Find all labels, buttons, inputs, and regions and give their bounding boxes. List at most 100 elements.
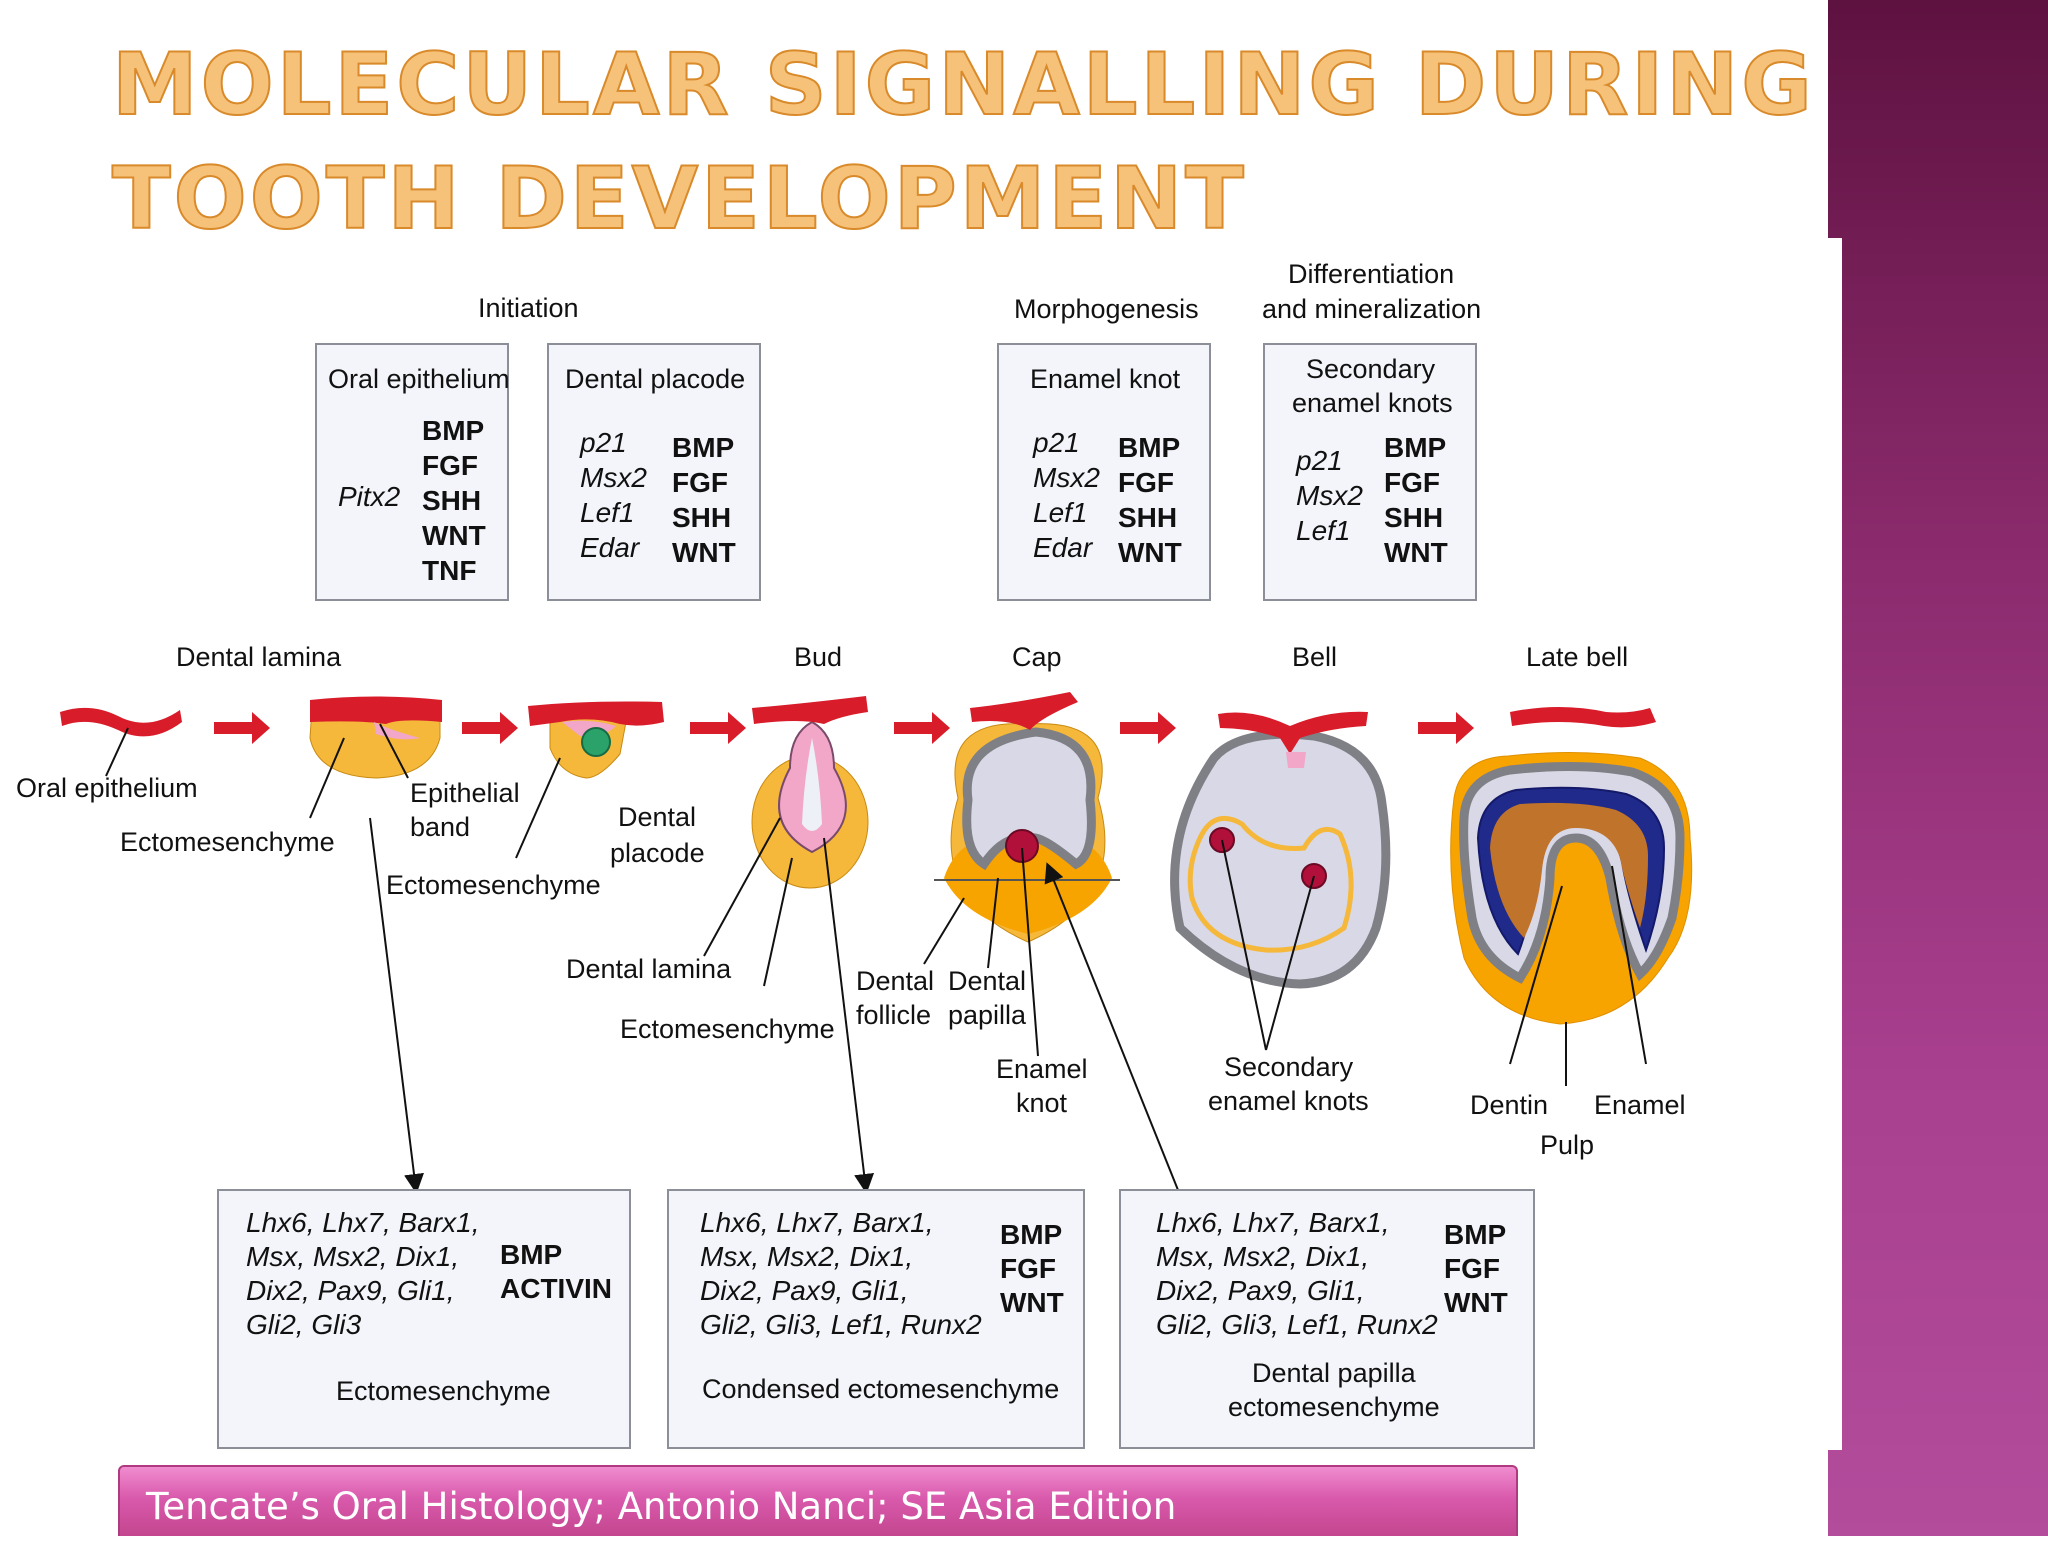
signal: SHH xyxy=(1384,502,1443,533)
label-placode: placode xyxy=(610,838,705,868)
label-enamel-knot-1: Enamel xyxy=(996,1054,1088,1084)
sidebar-decoration xyxy=(1828,0,2048,1536)
box-title: Enamel knot xyxy=(1030,364,1181,394)
gene-line: Gli2, Gli3, Lef1, Runx2 xyxy=(700,1309,982,1340)
late-bell-stage xyxy=(1450,707,1693,1025)
label-dentin: Dentin xyxy=(1470,1090,1548,1120)
box-caption: Ectomesenchyme xyxy=(336,1376,551,1406)
label-dental-follicle-1: Dental xyxy=(856,966,934,996)
tooth-development-figure: Initiation Morphogenesis Differentiation… xyxy=(0,238,1842,1450)
arrow-5 xyxy=(1120,712,1176,744)
phase-mineralization: and mineralization xyxy=(1262,294,1481,324)
gene: Edar xyxy=(580,532,641,563)
phase-initiation: Initiation xyxy=(478,293,579,323)
bell-stage xyxy=(1170,711,1391,989)
gene: Msx2 xyxy=(1296,480,1363,511)
signal: BMP xyxy=(672,432,734,463)
box-condensed-ectomesenchyme: Lhx6, Lhx7, Barx1, Msx, Msx2, Dix1, Dix2… xyxy=(667,1189,1085,1449)
title-line-1: MOLECULAR SIGNALLING DURING xyxy=(111,34,1815,136)
gene-line: Lhx6, Lhx7, Barx1, xyxy=(700,1207,933,1238)
box-title: enamel knots xyxy=(1292,388,1453,418)
gene: Lef1 xyxy=(1296,515,1351,546)
box-title: Dental placode xyxy=(565,364,745,394)
label-epithelial: Epithelial xyxy=(410,778,520,808)
gene-line: Dix2, Pax9, Gli1, xyxy=(1156,1275,1365,1306)
arrow-4 xyxy=(894,712,950,744)
signal: WNT xyxy=(1118,537,1182,568)
cap-stage xyxy=(934,692,1120,943)
title-line-2: TOOTH DEVELOPMENT xyxy=(111,148,1247,250)
label-papilla: papilla xyxy=(948,1000,1027,1030)
gene: Edar xyxy=(1033,532,1094,563)
signal: FGF xyxy=(1384,467,1440,498)
gene: Lef1 xyxy=(580,497,635,528)
gene-line: Lhx6, Lhx7, Barx1, xyxy=(1156,1207,1389,1238)
oral-epithelium-strip xyxy=(60,707,182,737)
signal: WNT xyxy=(1000,1287,1064,1318)
arrow-6 xyxy=(1418,712,1474,744)
dental-placode-stage xyxy=(528,701,664,779)
gene-line: Msx, Msx2, Dix1, xyxy=(700,1241,913,1272)
label-ectomesenchyme-1: Ectomesenchyme xyxy=(120,827,335,857)
label-secondary: Secondary xyxy=(1224,1052,1354,1082)
signal: SHH xyxy=(672,502,731,533)
signal: ACTIVIN xyxy=(500,1273,612,1304)
gene-line: Lhx6, Lhx7, Barx1, xyxy=(246,1207,479,1238)
signal: BMP xyxy=(500,1239,562,1270)
stage-bell: Bell xyxy=(1292,642,1337,672)
label-ectomesenchyme-3: Ectomesenchyme xyxy=(620,1014,835,1044)
box-caption: Condensed ectomesenchyme xyxy=(702,1374,1059,1404)
signal: BMP xyxy=(1444,1219,1506,1250)
gene: p21 xyxy=(579,427,627,458)
gene: Lef1 xyxy=(1033,497,1088,528)
label-dental-lamina: Dental lamina xyxy=(566,954,732,984)
leader-lines xyxy=(105,723,1647,1194)
box-dental-papilla-ectomesenchyme: Lhx6, Lhx7, Barx1, Msx, Msx2, Dix1, Dix2… xyxy=(1119,1189,1535,1449)
signal: BMP xyxy=(1118,432,1180,463)
signal: WNT xyxy=(1444,1287,1508,1318)
signal: FGF xyxy=(1118,467,1174,498)
box-enamel-knot: Enamel knot p21 Msx2 Lef1 Edar BMP FGF S… xyxy=(997,343,1211,601)
gene-line: Gli2, Gli3 xyxy=(246,1309,362,1340)
label-enamel-knots: enamel knots xyxy=(1208,1086,1369,1116)
label-band: band xyxy=(410,812,470,842)
signal: TNF xyxy=(422,555,476,586)
signal: BMP xyxy=(422,415,484,446)
arrow-3 xyxy=(690,712,746,744)
phase-differentiation: Differentiation xyxy=(1288,259,1454,289)
box-title: Secondary xyxy=(1306,354,1436,384)
signal: WNT xyxy=(422,520,486,551)
signal: FGF xyxy=(1000,1253,1056,1284)
diagram-svg: Initiation Morphogenesis Differentiation… xyxy=(16,259,1693,1449)
signal: SHH xyxy=(1118,502,1177,533)
box-title: Oral epithelium xyxy=(328,364,510,394)
gene-line: Dix2, Pax9, Gli1, xyxy=(700,1275,909,1306)
label-dental-papilla-1: Dental xyxy=(948,966,1026,996)
gene: Msx2 xyxy=(1033,462,1100,493)
arrow-2 xyxy=(462,712,518,744)
stage-bud: Bud xyxy=(794,642,842,672)
stage-dental-lamina: Dental lamina xyxy=(176,642,342,672)
gene: Msx2 xyxy=(580,462,647,493)
box-caption: ectomesenchyme xyxy=(1228,1392,1440,1422)
signal: SHH xyxy=(422,485,481,516)
label-ectomesenchyme-2: Ectomesenchyme xyxy=(386,870,601,900)
arrow-1 xyxy=(214,712,270,744)
stage-cap: Cap xyxy=(1012,642,1062,672)
gene-line: Gli2, Gli3, Lef1, Runx2 xyxy=(1156,1309,1438,1340)
stage-arrows xyxy=(214,712,1474,744)
box-ectomesenchyme: Lhx6, Lhx7, Barx1, Msx, Msx2, Dix1, Dix2… xyxy=(217,1189,631,1449)
box-secondary-enamel-knots: Secondary enamel knots p21 Msx2 Lef1 BMP… xyxy=(1263,343,1477,601)
signal: BMP xyxy=(1384,432,1446,463)
signal: BMP xyxy=(1000,1219,1062,1250)
dental-lamina-stage xyxy=(309,696,442,779)
label-follicle: follicle xyxy=(856,1000,931,1030)
bud-stage xyxy=(751,696,869,889)
box-caption: Dental papilla xyxy=(1252,1358,1417,1388)
slide-title: MOLECULAR SIGNALLING DURING TOOTH DEVELO… xyxy=(111,28,1815,256)
gene: p21 xyxy=(1032,427,1080,458)
gene: p21 xyxy=(1295,445,1343,476)
label-oral-epithelium: Oral epithelium xyxy=(16,773,198,803)
signal: FGF xyxy=(1444,1253,1500,1284)
gene-line: Msx, Msx2, Dix1, xyxy=(246,1241,459,1272)
